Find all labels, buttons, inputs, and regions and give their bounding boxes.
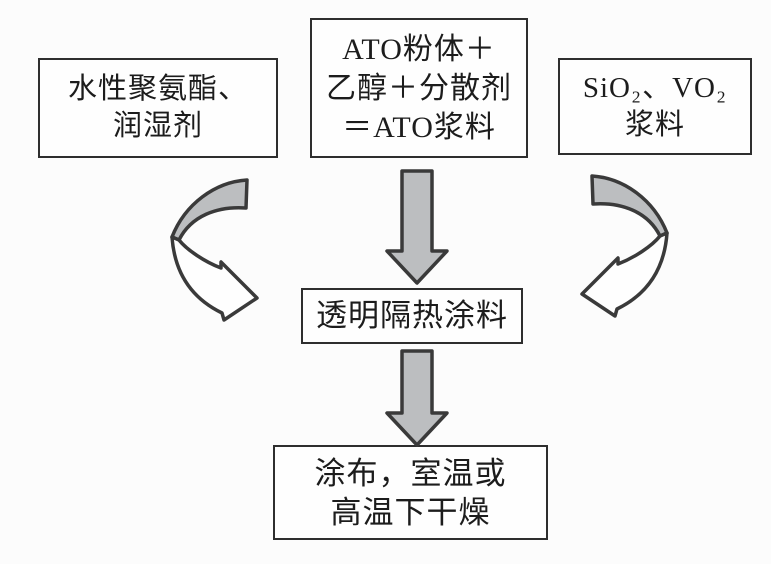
flow-box-ato-slurry: ATO粉体＋ 乙醇＋分散剂 ＝ATO浆料	[310, 18, 528, 158]
box-text-line: 水性聚氨酯、	[67, 73, 248, 105]
flow-box-transparent-insulation-coating: 透明隔热涂料	[301, 288, 523, 344]
box-text-line: 透明隔热涂料	[316, 298, 508, 333]
box-text-line: 高温下干燥	[330, 494, 491, 530]
box-text-line: 润湿剂	[112, 110, 203, 142]
box-text-line: SiO₂、VO₂	[582, 71, 728, 104]
block-down-arrow-icon	[385, 169, 449, 285]
flow-box-coating-and-drying: 涂布，室温或 高温下干燥	[273, 445, 548, 540]
curved-down-right-arrow-icon	[170, 178, 259, 322]
curved-down-left-arrow-icon	[580, 174, 669, 318]
box-text-line: 浆料	[624, 108, 685, 141]
box-text-line: ＝ATO浆料	[342, 110, 496, 144]
flow-box-sio2-vo2-slurry: SiO₂、VO₂ 浆料	[558, 58, 752, 155]
box-text-line: ATO粉体＋	[342, 32, 496, 66]
flow-box-waterborne-polyurethane: 水性聚氨酯、 润湿剂	[38, 58, 278, 158]
box-text-line: 乙醇＋分散剂	[326, 71, 512, 105]
box-text-line: 涂布，室温或	[314, 455, 507, 491]
block-down-arrow-icon	[385, 349, 449, 447]
